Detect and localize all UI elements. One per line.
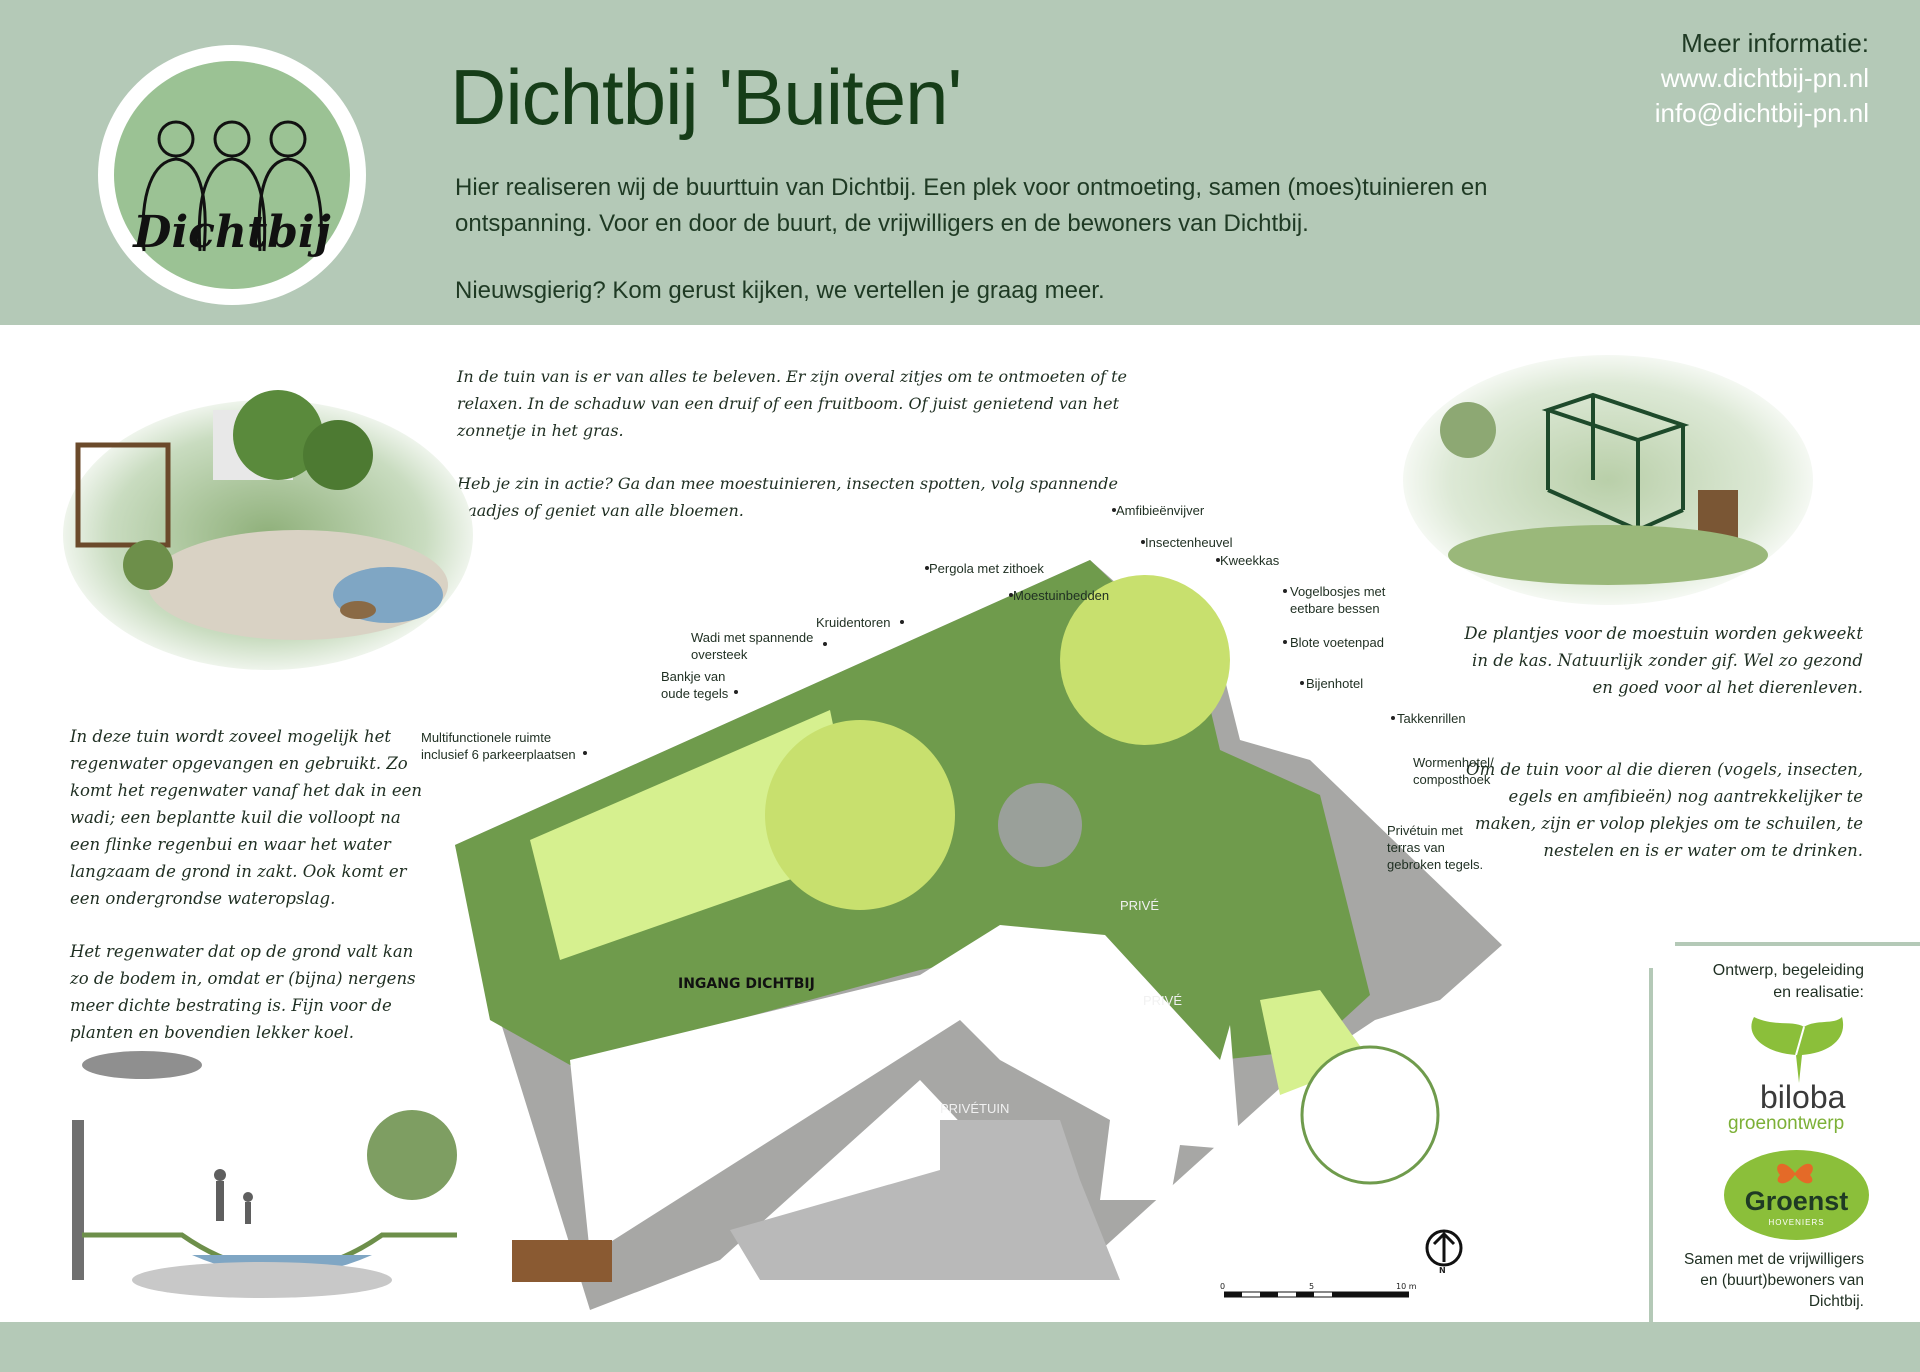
credits-footer-line: en (buurt)bewoners van	[1700, 1272, 1864, 1289]
wadi-cross-section-image	[72, 1051, 457, 1298]
label-dot	[1283, 589, 1287, 593]
label-bijenhotel: Bijenhotel	[1306, 676, 1364, 691]
label-privetuin-2: terras van	[1387, 840, 1445, 855]
three-people-icon	[141, 120, 323, 252]
label-dot	[1391, 716, 1395, 720]
scale-label-0: 0	[1220, 1282, 1226, 1291]
right-paragraph-2: Om de tuin voor al die dieren (vogels, i…	[1466, 760, 1863, 860]
label-pergola: Pergola met zithoek	[929, 561, 1044, 576]
biloba-logo: biloba groenontwerp	[1724, 1015, 1869, 1135]
label-bankje-1: Bankje van	[661, 669, 726, 684]
label-dot	[900, 620, 904, 624]
contact-info: Meer informatie: www.dichtbij-pn.nl info…	[1655, 26, 1869, 131]
label-dot	[583, 751, 587, 755]
label-blote-voetenpad: Blote voetenpad	[1290, 635, 1384, 650]
label-vogelbosjes-2: eetbare bessen	[1290, 601, 1380, 616]
groenst-wordmark: Groenst	[1744, 1186, 1849, 1216]
label-dot	[925, 566, 929, 570]
top-paragraph-1: In de tuin van is er van alles te beleve…	[457, 367, 1127, 440]
north-arrow-icon	[1425, 1229, 1463, 1267]
right-paragraph-1: De plantjes voor de moestuin worden gekw…	[1464, 624, 1863, 697]
footer-band	[0, 1322, 1920, 1372]
credits-heading-line: en realisatie:	[1773, 984, 1864, 1001]
scale-label-5: 5	[1309, 1282, 1315, 1291]
credits-footer: Samen met de vrijwilligers en (buurt)bew…	[1684, 1249, 1864, 1312]
label-wadi-2: oversteek	[691, 647, 748, 662]
contact-heading: Meer informatie:	[1681, 28, 1869, 58]
north-label: N	[1439, 1266, 1446, 1275]
label-vogelbosjes-1: Vogelbosjes met	[1290, 584, 1386, 599]
credits-divider	[1649, 968, 1653, 1322]
label-insectenheuvel: Insectenheuvel	[1145, 535, 1233, 550]
label-multifunctioneel-2: inclusief 6 parkeerplaatsen	[421, 747, 576, 762]
label-kruidentoren: Kruidentoren	[816, 615, 891, 630]
label-privetuin-1: Privétuin met	[1387, 823, 1463, 838]
label-dot	[1009, 593, 1013, 597]
ginkgo-leaf-icon	[1751, 1017, 1844, 1083]
garden-sketch-image	[63, 390, 473, 670]
top-paragraph-2: Heb je zin in actie? Ga dan mee moestuin…	[457, 474, 1118, 520]
label-dot	[734, 690, 738, 694]
greenhouse-sketch-image	[1403, 355, 1813, 605]
label-multifunctioneel-1: Multifunctionele ruimte	[421, 730, 552, 745]
label-dot	[1141, 540, 1145, 544]
label-wormenhotel-2: composthoek	[1413, 772, 1491, 787]
groenst-subline: HOVENIERS	[1768, 1218, 1825, 1227]
prive-label-1: PRIVÉ	[1120, 898, 1160, 913]
credits-divider	[1675, 942, 1920, 946]
biloba-wordmark: biloba	[1760, 1079, 1846, 1115]
groenst-logo: Groenst HOVENIERS	[1724, 1150, 1869, 1240]
label-privetuin-3: gebroken tegels.	[1387, 857, 1484, 872]
butterfly-icon	[1777, 1163, 1813, 1184]
dichtbij-logo: Dichtbij	[98, 45, 366, 305]
label-dot	[823, 642, 827, 646]
scale-label-10: 10 m	[1396, 1282, 1417, 1291]
label-takkenrillen: Takkenrillen	[1397, 711, 1466, 726]
entrance-label: INGANG DICHTBIJ	[678, 976, 815, 992]
email-link[interactable]: info@dichtbij-pn.nl	[1654, 98, 1869, 128]
label-dot	[1216, 558, 1220, 562]
logo-text: Dichtbij	[133, 207, 331, 258]
logo-disc: Dichtbij	[114, 61, 350, 289]
left-paragraph-1: In deze tuin wordt zoveel mogelijk het r…	[70, 727, 423, 908]
page-title: Dichtbij 'Buiten'	[450, 53, 962, 141]
credits-heading-line: Ontwerp, begeleiding	[1712, 962, 1864, 979]
label-dot	[1112, 508, 1116, 512]
prive-label-2: PRIVÉ	[1143, 993, 1183, 1008]
intro-text: Hier realiseren wij de buurttuin van Dic…	[455, 174, 1488, 237]
credits-heading: Ontwerp, begeleiding en realisatie:	[1713, 960, 1864, 1004]
label-dot	[1283, 640, 1287, 644]
invite-text: Nieuwsgierig? Kom gerust kijken, we vert…	[455, 277, 1105, 304]
label-dot	[1300, 681, 1304, 685]
credits-footer-line: Dichtbij.	[1808, 1293, 1864, 1310]
label-wormenhotel-1: Wormenhotel/	[1413, 755, 1494, 770]
scale-bar	[1224, 1291, 1409, 1298]
credits-footer-line: Samen met de vrijwilligers	[1683, 1251, 1864, 1268]
privetuin-label: PRIVÉTUIN	[940, 1101, 1010, 1116]
garden-plan-map	[455, 560, 1502, 1310]
label-wadi-1: Wadi met spannende	[691, 630, 814, 645]
label-kweekkas: Kweekkas	[1220, 553, 1280, 568]
left-paragraph-2: Het regenwater dat op de grond valt kan …	[70, 942, 416, 1042]
website-link[interactable]: www.dichtbij-pn.nl	[1660, 63, 1869, 93]
label-bankje-2: oude tegels	[661, 686, 729, 701]
biloba-subline: groenontwerp	[1728, 1113, 1845, 1134]
label-moestuinbedden: Moestuinbedden	[1013, 588, 1110, 603]
label-amfibieenvijver: Amfibieënvijver	[1116, 503, 1205, 518]
